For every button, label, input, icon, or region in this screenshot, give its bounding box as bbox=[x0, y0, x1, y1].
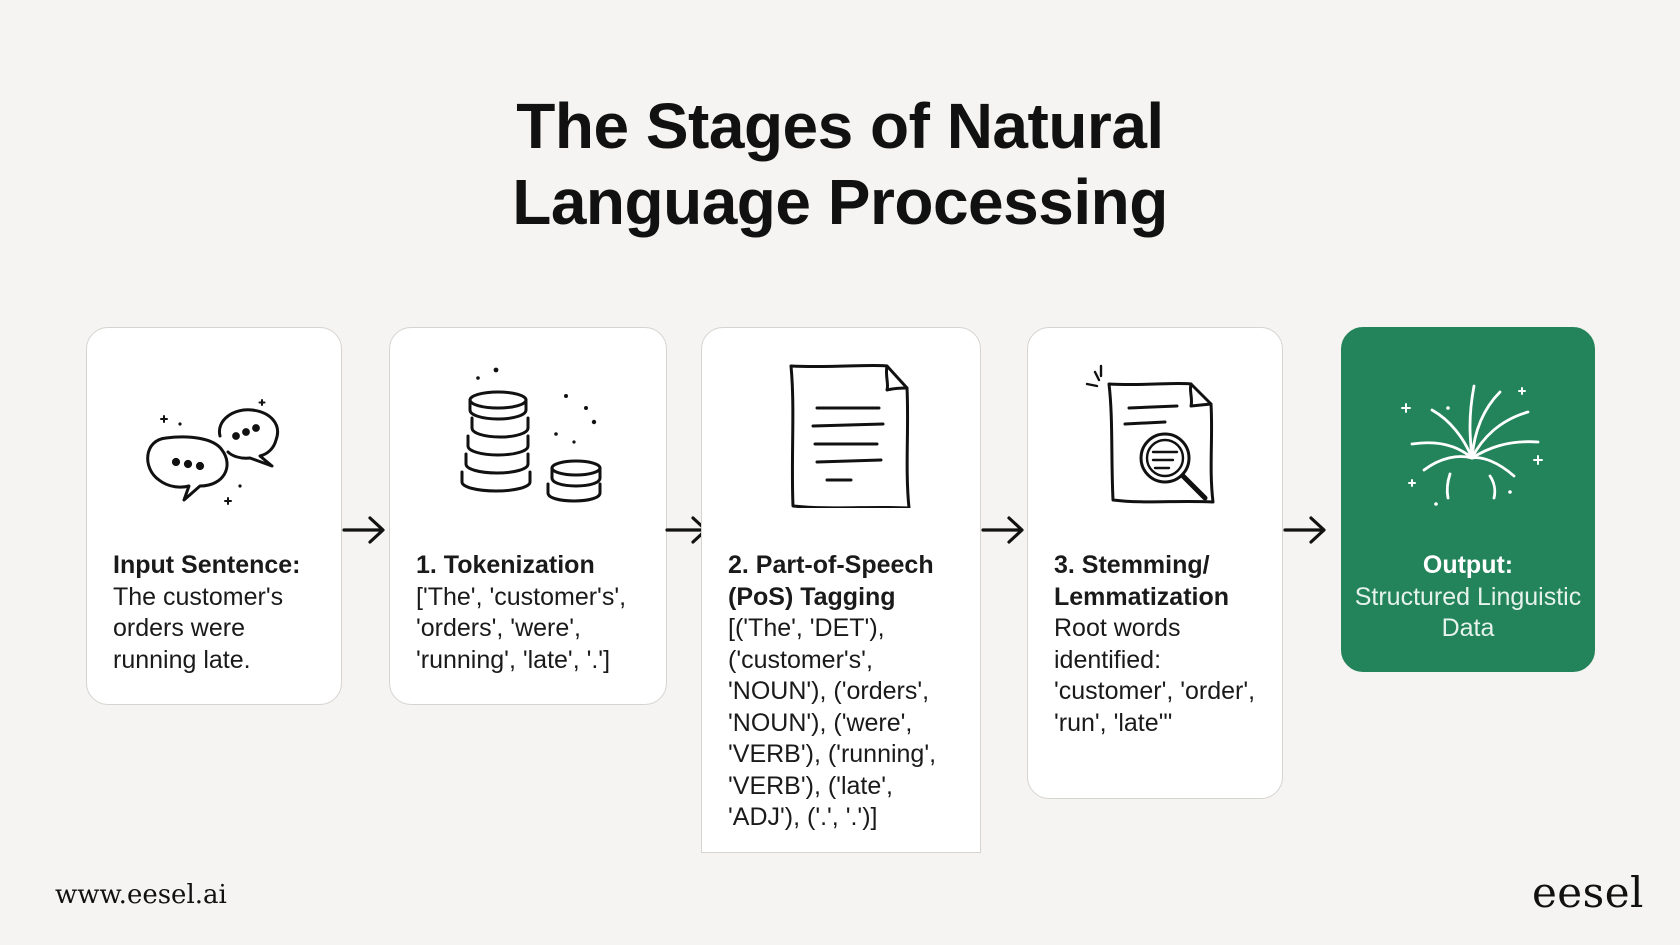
stage-card-input: Input Sentence: The customer's orders we… bbox=[86, 327, 342, 705]
stage-card-output: Output: Structured Linguistic Data bbox=[1341, 327, 1595, 672]
stage-text: 3. Stemming/ Lemmatization Root words id… bbox=[1054, 550, 1268, 739]
stage-body: The customer's orders were running late. bbox=[113, 582, 284, 674]
stage-heading: 3. Stemming/ Lemmatization bbox=[1054, 551, 1230, 611]
document-icon bbox=[702, 358, 980, 508]
coin-stacks-icon bbox=[390, 358, 666, 508]
stage-body: Structured Linguistic Data bbox=[1354, 582, 1582, 643]
stage-heading: Output: bbox=[1422, 551, 1514, 579]
stage-text: Input Sentence: The customer's orders we… bbox=[113, 550, 327, 676]
stage-text: 1. Tokenization ['The', 'customer's', 'o… bbox=[416, 550, 652, 676]
stage-card-stemming: 3. Stemming/ Lemmatization Root words id… bbox=[1027, 327, 1283, 799]
document-search-icon bbox=[1028, 358, 1282, 508]
arrow-right-icon bbox=[981, 516, 1024, 544]
chat-bubbles-icon bbox=[87, 358, 341, 508]
stage-body: Root words identified: 'customer', 'orde… bbox=[1054, 614, 1256, 737]
stage-card-tokenization: 1. Tokenization ['The', 'customer's', 'o… bbox=[389, 327, 667, 705]
title-line-2: Language Processing bbox=[512, 166, 1168, 238]
stage-body: [('The', 'DET'), ('customer's', 'NOUN'),… bbox=[728, 614, 937, 831]
arrow-right-icon bbox=[342, 516, 385, 544]
stage-heading: 2. Part-of-Speech (PoS) Tagging bbox=[728, 551, 934, 611]
arrow-right-icon bbox=[1283, 516, 1326, 544]
stage-text: Output: Structured Linguistic Data bbox=[1352, 550, 1584, 645]
stage-heading: 1. Tokenization bbox=[416, 551, 595, 579]
stage-heading: Input Sentence: bbox=[113, 551, 301, 579]
title-line-1: The Stages of Natural bbox=[516, 90, 1164, 162]
page-title: The Stages of Natural Language Processin… bbox=[0, 88, 1680, 240]
stage-text: 2. Part-of-Speech (PoS) Tagging [('The',… bbox=[728, 550, 966, 834]
footer-url: www.eesel.ai bbox=[55, 880, 227, 910]
stage-body: ['The', 'customer's', 'orders', 'were', … bbox=[416, 582, 627, 674]
firework-icon bbox=[1342, 358, 1594, 508]
brand-logo: eesel bbox=[1531, 868, 1644, 917]
stage-card-pos-tagging: 2. Part-of-Speech (PoS) Tagging [('The',… bbox=[701, 327, 981, 853]
